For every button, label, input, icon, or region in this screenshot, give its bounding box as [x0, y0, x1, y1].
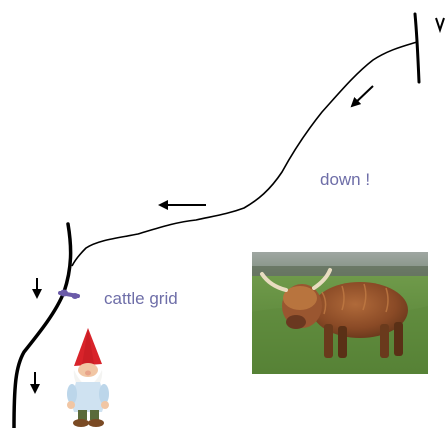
- cattle-grid-label: cattle grid: [104, 289, 178, 308]
- highland-cow-photo: [252, 252, 428, 374]
- arrow-diagonal: [350, 85, 374, 108]
- garden-gnome: [67, 328, 109, 427]
- trail-path: [71, 41, 418, 267]
- edge-arrow-fragment: [435, 17, 445, 34]
- upper-boundary-line: [413, 12, 421, 84]
- down-label: down !: [320, 170, 371, 189]
- cattle-grid-marker: [58, 289, 80, 299]
- left-boundary-line: [12, 222, 73, 428]
